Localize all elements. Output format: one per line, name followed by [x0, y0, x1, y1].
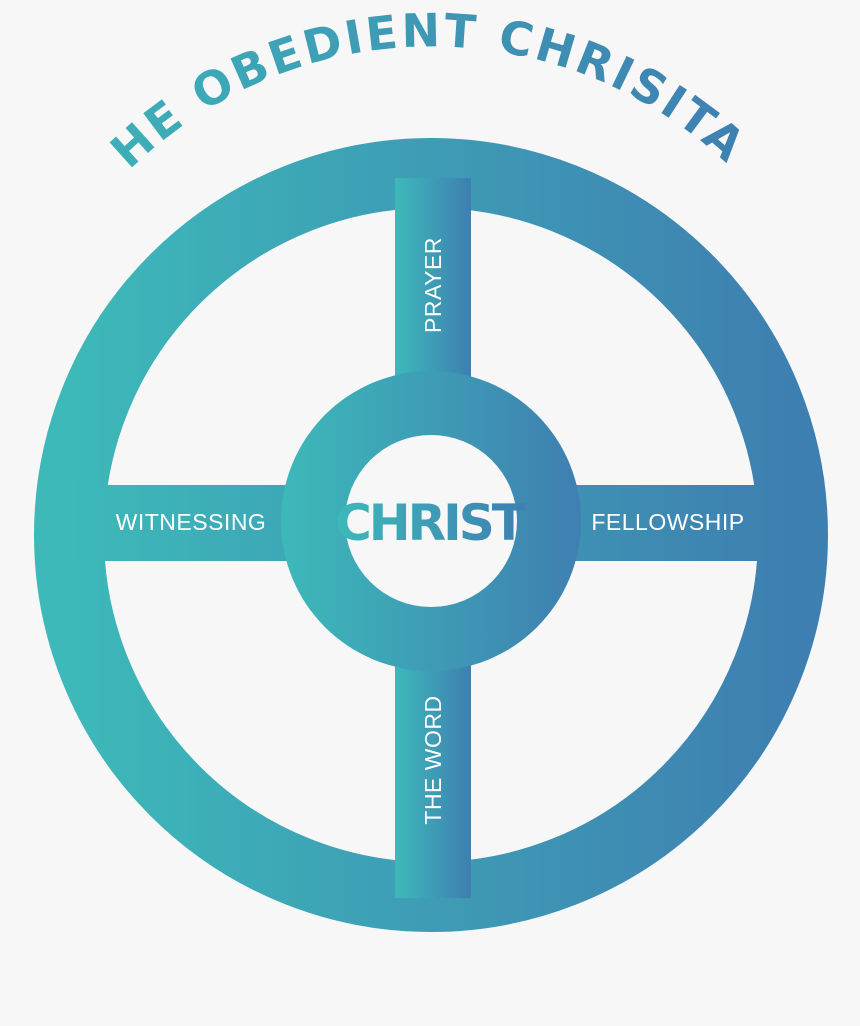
- hub-center: [345, 435, 517, 607]
- spoke-label-the-word: THE WORD: [420, 695, 446, 824]
- center-label: CHRIST: [335, 494, 526, 552]
- spoke-label-fellowship: FELLOWSHIP: [591, 509, 744, 535]
- spoke-label-prayer: PRAYER: [420, 237, 446, 333]
- spoke-label-witnessing: WITNESSING: [116, 509, 267, 535]
